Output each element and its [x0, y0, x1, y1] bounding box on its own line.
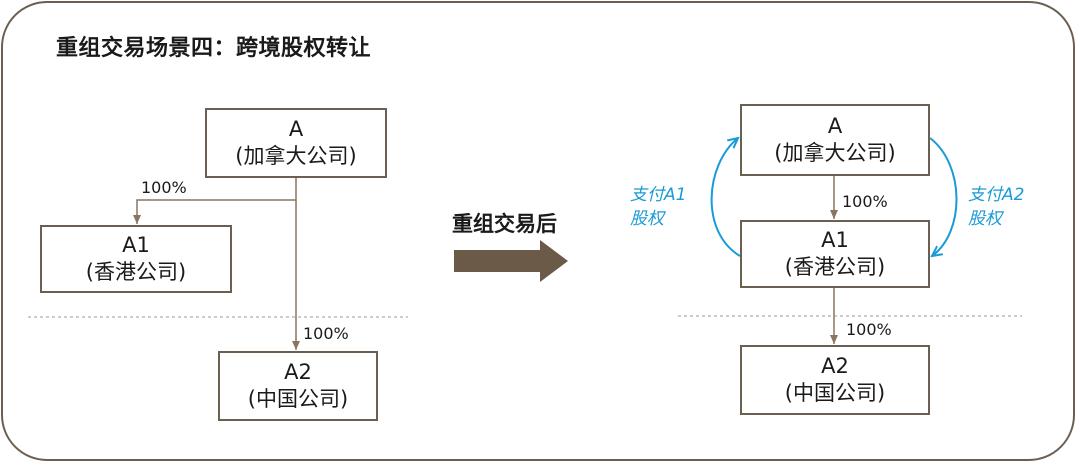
right-pct-a1-a2: 100%	[846, 320, 892, 339]
left-box-a2-desc: (中国公司)	[247, 387, 349, 411]
left-box-a1: A1 (香港公司)	[40, 225, 232, 293]
note-pay-a1-line2: 股权	[630, 209, 664, 229]
payment-arrow-a1	[710, 138, 741, 257]
note-pay-a2: 支付A2 股权	[968, 183, 1024, 231]
right-box-a2-desc: (中国公司)	[784, 381, 886, 405]
right-box-a1-desc: (香港公司)	[784, 255, 886, 279]
right-box-a-code: A	[827, 114, 843, 138]
note-pay-a1: 支付A1 股权	[630, 183, 686, 231]
right-box-a: A (加拿大公司)	[740, 104, 930, 176]
right-box-a-desc: (加拿大公司)	[774, 141, 896, 165]
left-connector-a-a1	[133, 176, 297, 224]
left-box-a2-code: A2	[284, 360, 312, 384]
diagram-title: 重组交易场景四：跨境股权转让	[56, 36, 372, 61]
left-box-a2: A2 (中国公司)	[218, 351, 378, 421]
transition-label: 重组交易后	[452, 212, 557, 236]
payment-arrow-a2	[929, 137, 958, 256]
right-pct-a-a1: 100%	[842, 192, 888, 211]
left-pct-a-a2: 100%	[303, 324, 349, 343]
right-box-a1-code: A1	[821, 228, 849, 252]
transition-arrow	[454, 240, 568, 282]
right-box-a1: A1 (香港公司)	[740, 220, 930, 288]
left-pct-a-a1: 100%	[141, 178, 187, 197]
left-box-a1-desc: (香港公司)	[85, 260, 187, 284]
note-pay-a1-line1: 支付A1	[630, 185, 687, 205]
note-pay-a2-line2: 股权	[968, 209, 1002, 229]
note-pay-a2-line1: 支付A2	[968, 185, 1025, 205]
left-box-a-code: A	[288, 117, 304, 141]
left-box-a1-code: A1	[122, 233, 150, 257]
right-box-a2-code: A2	[821, 354, 849, 378]
left-box-a: A (加拿大公司)	[205, 108, 387, 178]
right-box-a2: A2 (中国公司)	[740, 345, 930, 415]
left-box-a-desc: (加拿大公司)	[235, 144, 357, 168]
